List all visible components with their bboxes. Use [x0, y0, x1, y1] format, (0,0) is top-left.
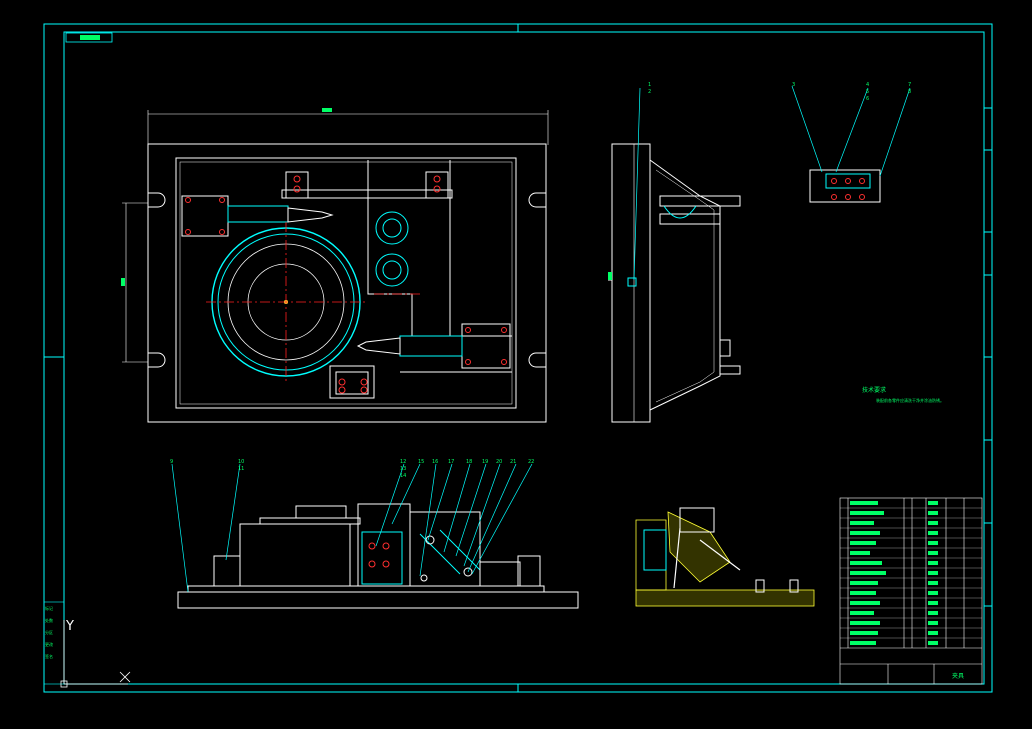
balloon-18: 18 [466, 459, 472, 465]
balloon-10: 10 [238, 459, 244, 465]
balloon-3: 3 [792, 82, 795, 88]
balloon-2: 2 [648, 89, 651, 95]
balloon-13: 13 [400, 466, 406, 472]
title-block [839, 497, 983, 685]
balloon-11: 11 [238, 466, 244, 472]
top-view-bolts [185, 175, 507, 394]
leader-lines [171, 85, 911, 593]
balloons-top: 1 2 3 4 5 6 7 8 [648, 82, 911, 102]
tech-requirements: 技术要求 装配前各零件应清洗干净并涂油防锈。 [862, 386, 944, 403]
tech-req-title: 技术要求 [862, 386, 886, 394]
inner-frame [63, 31, 985, 685]
balloon-4: 4 [866, 82, 869, 88]
balloon-9: 9 [170, 459, 173, 465]
front-view [177, 503, 579, 609]
balloon-19: 19 [482, 459, 488, 465]
balloon-5: 5 [866, 89, 869, 95]
detail-view [809, 169, 881, 203]
bom-rows [840, 507, 982, 639]
left-revision-table: 标记 处数 分区 更改 签名 [43, 601, 65, 685]
rev-label-0: 标记 [45, 605, 53, 611]
balloon-1: 1 [648, 82, 651, 88]
bom-text-marks [850, 501, 938, 645]
balloon-17: 17 [448, 459, 454, 465]
balloon-12: 12 [400, 459, 406, 465]
balloons-front: 9 10 11 12 13 14 15 16 17 18 19 20 21 22 [170, 459, 534, 479]
balloon-14: 14 [400, 473, 406, 479]
balloon-15: 15 [418, 459, 424, 465]
side-view [608, 143, 741, 423]
sheet-frame [43, 23, 993, 693]
balloon-16: 16 [432, 459, 438, 465]
balloon-22: 22 [528, 459, 534, 465]
section-view [635, 507, 815, 607]
ucs-icon [60, 620, 131, 688]
title-tag [65, 32, 113, 43]
balloon-20: 20 [496, 459, 502, 465]
top-view [121, 108, 549, 423]
rev-label-2: 分区 [45, 629, 53, 635]
rev-label-1: 处数 [45, 617, 53, 623]
rotary-table [206, 222, 420, 382]
balloon-6: 6 [866, 96, 869, 102]
title-block-label: 夹具 [952, 672, 964, 680]
rev-label-4: 签名 [45, 653, 53, 659]
balloon-7: 7 [908, 82, 911, 88]
base-plate-outline [147, 143, 547, 423]
balloon-21: 21 [510, 459, 516, 465]
rev-label-3: 更改 [45, 641, 53, 647]
tech-req-text: 装配前各零件应清洗干净并涂油防锈。 [876, 397, 944, 403]
axis-y-label: Y [65, 619, 74, 634]
front-view-bolts [368, 542, 390, 568]
balloon-8: 8 [908, 89, 911, 95]
